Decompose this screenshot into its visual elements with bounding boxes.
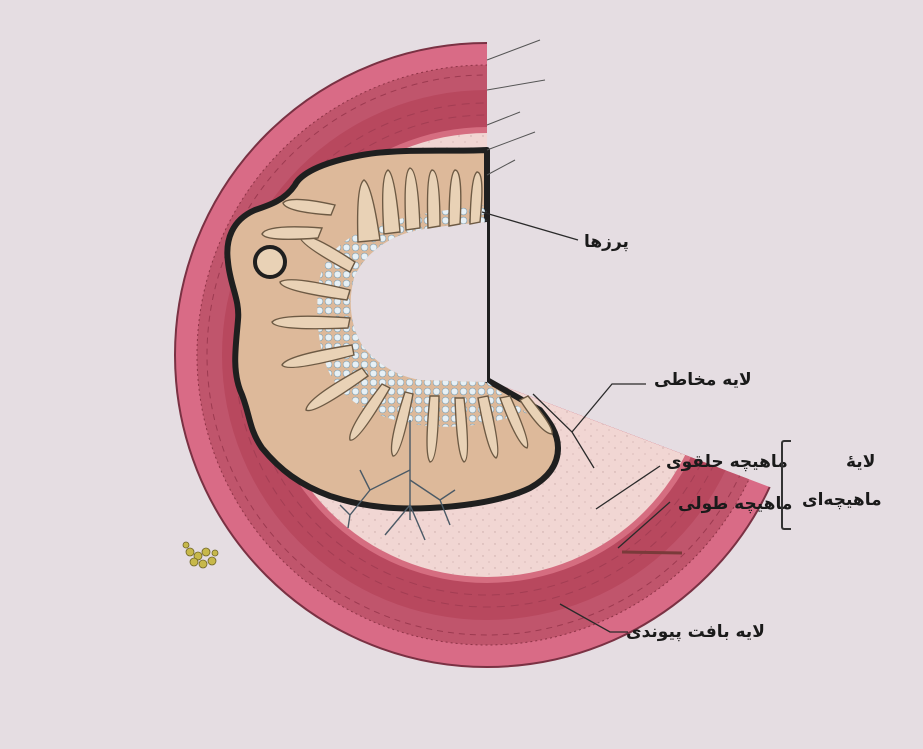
longitudinal-muscle-label: ماهیچه طولی <box>678 494 792 514</box>
muscle-group-label-line1: لایهٔ <box>846 452 875 472</box>
mucosa-label: لایه مخاطی <box>654 370 752 390</box>
connective-tissue-label: لایه بافت پیوندی <box>626 622 765 642</box>
nerve-plexus <box>183 542 218 568</box>
vessels <box>487 40 545 175</box>
mesentery-vessel <box>622 552 682 553</box>
muscle-layer-brace <box>781 440 791 530</box>
muscle-group-label-line2: ماهیچه‌ای <box>802 490 882 510</box>
circular-muscle-label: ماهیچه حلقوی <box>666 452 788 472</box>
villi-label: پرزها <box>584 232 629 252</box>
